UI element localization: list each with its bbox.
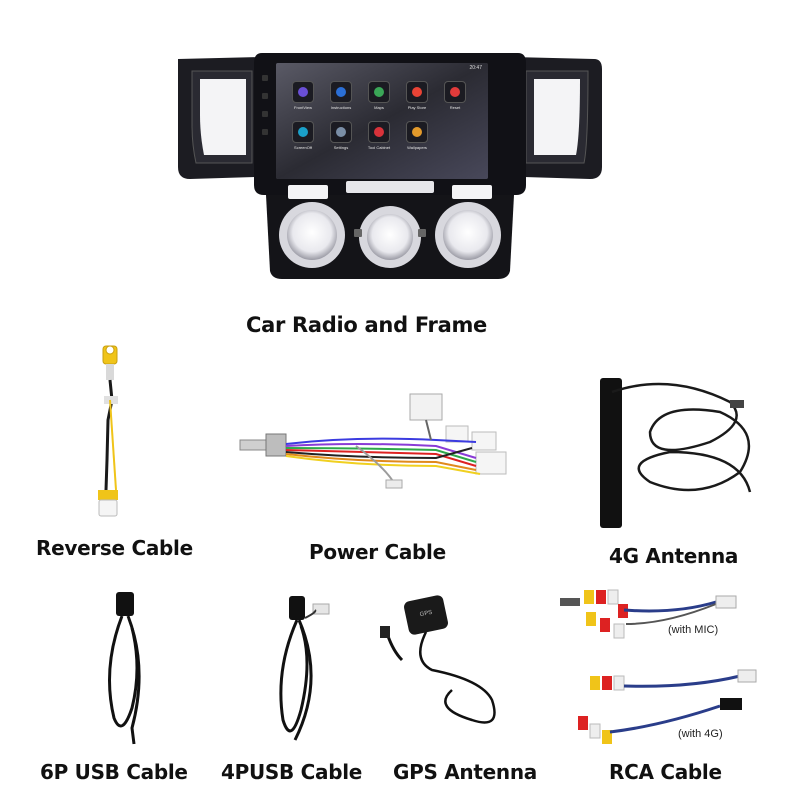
app-tile-screenoff[interactable]: ScreenOff — [288, 121, 318, 151]
app-label: Tool Cabinet — [367, 145, 391, 150]
usb-6p-cable-image — [92, 588, 162, 748]
app-label: Maps — [374, 105, 384, 110]
usb-6p-caption: 6P USB Cable — [40, 760, 188, 784]
car-radio-caption: Car Radio and Frame — [246, 313, 487, 337]
screen-app-grid: 20:47 FrontView Instructions Maps Play Stor… — [276, 63, 488, 179]
usb-4p-cable-image — [255, 590, 345, 750]
wallpapers-icon — [406, 121, 428, 143]
reverse-cable-caption: Reverse Cable — [36, 536, 193, 560]
app-tile-reset[interactable]: Reset — [440, 81, 470, 111]
gps-antenna-caption: GPS Antenna — [393, 760, 537, 784]
svg-text:GPS: GPS — [419, 610, 433, 619]
app-tile-maps[interactable]: Maps — [364, 81, 394, 111]
play-store-icon — [406, 81, 428, 103]
app-tile-tool-cabinet[interactable]: Tool Cabinet — [364, 121, 394, 151]
app-label: Reset — [449, 105, 461, 110]
front-view-icon — [292, 81, 314, 103]
app-label: Play Store — [407, 105, 427, 110]
app-tile-frontview[interactable]: FrontView — [288, 81, 318, 111]
rca-cable-mic-image — [556, 584, 746, 664]
usb-4p-caption: 4PUSB Cable — [221, 760, 363, 784]
maps-icon — [368, 81, 390, 103]
power-cable-image — [236, 388, 516, 498]
rca-4g-note: (with 4G) — [678, 728, 723, 740]
app-label: FrontView — [294, 105, 312, 110]
antenna-4g-image — [590, 372, 770, 532]
app-label: Wallpapers — [407, 145, 427, 150]
rca-cable-caption: RCA Cable — [609, 760, 722, 784]
reverse-cable-image — [90, 340, 130, 530]
app-tile-settings[interactable]: Settings — [326, 121, 356, 151]
gps-antenna-image: GPS — [372, 590, 512, 750]
app-label: Instructions — [330, 105, 352, 110]
tool-cabinet-icon — [368, 121, 390, 143]
app-tile-wallpapers[interactable]: Wallpapers — [402, 121, 432, 151]
settings-icon — [330, 121, 352, 143]
rca-cable-4g-image — [570, 666, 760, 756]
clock-text: 20:47 — [469, 65, 482, 71]
antenna-4g-caption: 4G Antenna — [609, 544, 739, 568]
rca-mic-note: (with MIC) — [668, 624, 719, 636]
app-label: Settings — [333, 145, 349, 150]
instructions-icon — [330, 81, 352, 103]
app-tile-play-store[interactable]: Play Store — [402, 81, 432, 111]
app-tile-instructions[interactable]: Instructions — [326, 81, 356, 111]
app-label: ScreenOff — [294, 145, 312, 150]
reset-icon — [444, 81, 466, 103]
power-cable-caption: Power Cable — [309, 540, 446, 564]
screen-off-icon — [292, 121, 314, 143]
